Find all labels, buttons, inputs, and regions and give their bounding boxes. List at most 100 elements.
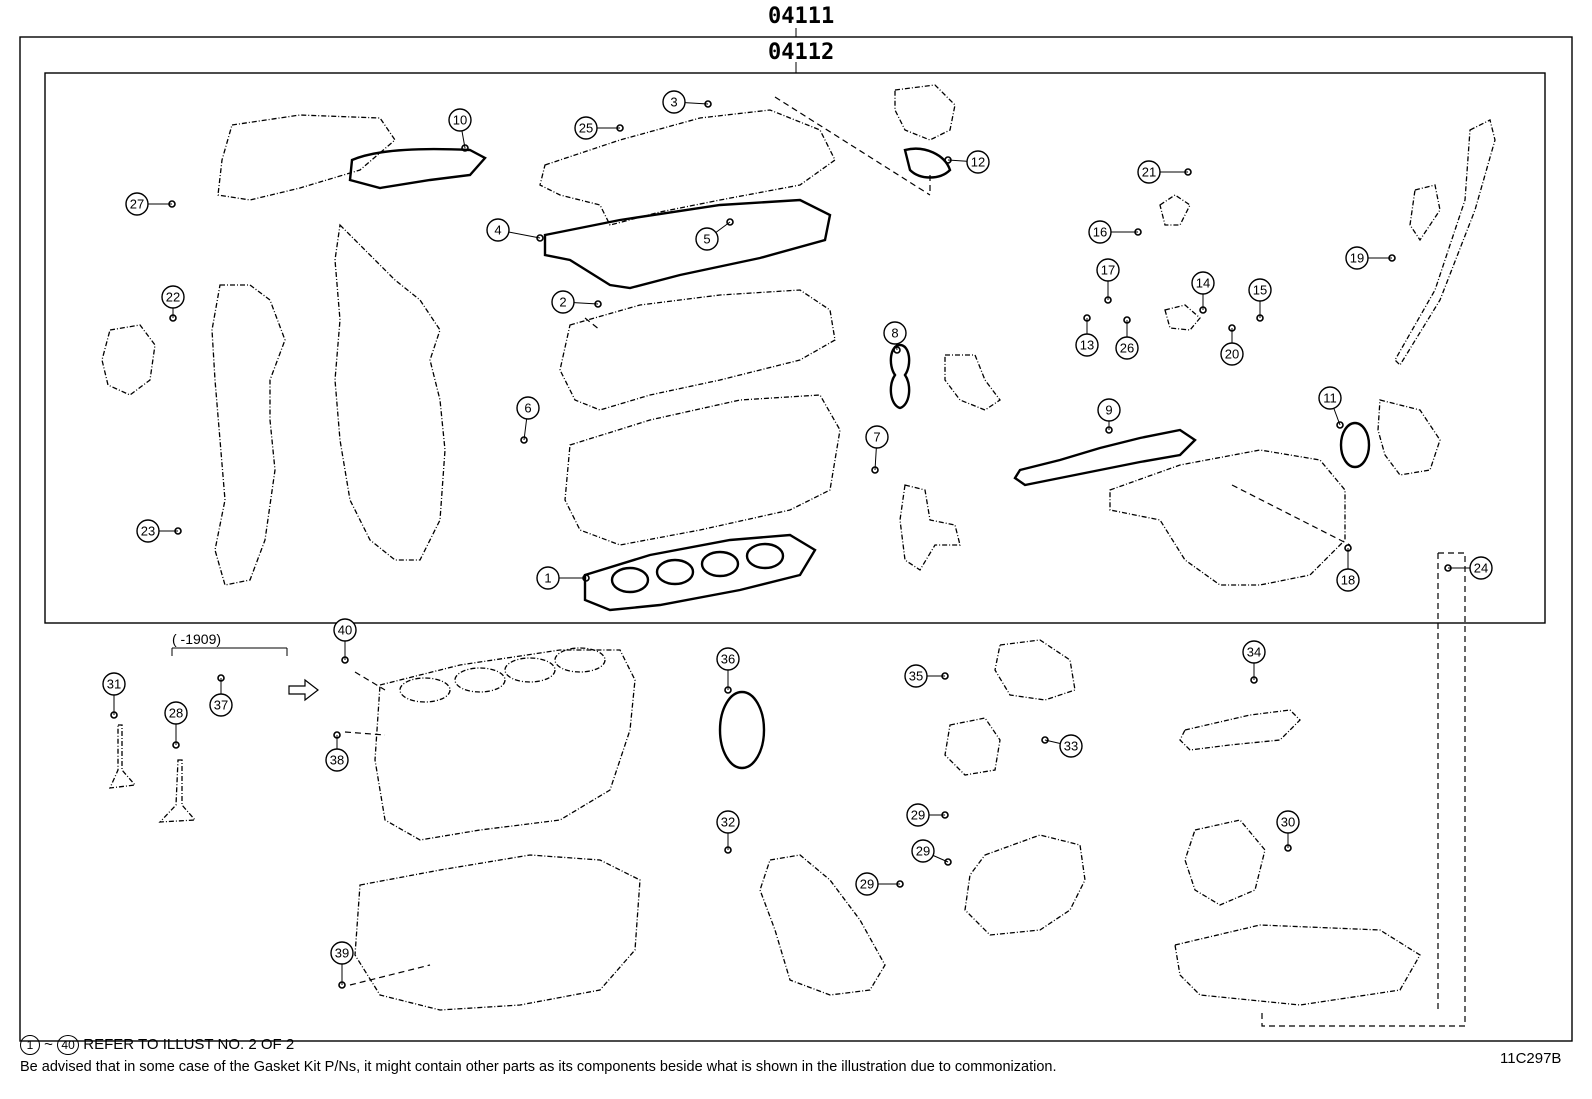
part-marker [704,100,712,108]
callout-circle [164,701,188,725]
callout-20: 20 [1220,324,1244,366]
callout-number: 38 [330,753,344,768]
callout-2: 2 [551,290,602,314]
callout-number: 32 [721,815,735,830]
part-marker [520,436,528,444]
callout-23: 23 [136,519,182,543]
range-end-circle: 40 [57,1035,80,1055]
callout-17: 17 [1096,258,1120,304]
callout-36: 36 [716,647,740,694]
callout-number: 17 [1101,263,1115,278]
part-marker [941,672,949,680]
reference-lines [344,96,1466,1027]
callout-circle [330,941,354,965]
callout-34: 34 [1242,640,1266,684]
callout-circle [209,693,233,717]
part-marker [582,574,590,582]
footer-refer-line: 1 ~ 40 REFER TO ILLUST NO. 2 OF 2 [20,1035,294,1055]
callout-circle [551,290,575,314]
callout-7: 7 [865,425,889,474]
callout-number: 9 [1105,403,1112,418]
part-marker [168,200,176,208]
part-marker [1105,426,1113,434]
callout-number: 27 [130,197,144,212]
callout-29: 29 [855,872,904,896]
callout-number: 8 [891,326,898,341]
kit-code-04111: 04111 [768,4,835,29]
callout-32: 32 [716,810,740,854]
part-marker [1104,296,1112,304]
callout-number: 36 [721,652,735,667]
callout-circle [1191,271,1215,295]
callout-number: 16 [1093,225,1107,240]
callout-number: 35 [909,669,923,684]
callout-circle [536,566,560,590]
callout-circle [716,647,740,671]
callout-circle [662,90,686,114]
callout-25: 25 [574,116,624,140]
callout-number: 12 [971,155,985,170]
part-marker [944,858,952,866]
part-marker [1083,314,1091,322]
callout-26: 26 [1115,316,1139,360]
callout-number: 40 [338,623,352,638]
callout-number: 22 [166,290,180,305]
callout-40: 40 [333,618,357,664]
callout-number: 30 [1281,815,1295,830]
part-marker [1256,314,1264,322]
part-marker [1388,254,1396,262]
callout-number: 2 [559,295,566,310]
callout-circle [1248,278,1272,302]
callout-circle [865,425,889,449]
callout-circle [574,116,598,140]
callout-circle [448,108,472,132]
range-bracket [171,647,288,656]
part-marker [1344,544,1352,552]
callout-14: 14 [1191,271,1215,314]
part-marker [726,218,734,226]
part-marker [944,156,952,164]
part-marker [461,144,469,152]
callout-number: 28 [169,706,183,721]
callout-circle [1097,398,1121,422]
part-marker [616,124,624,132]
part-marker [1123,316,1131,324]
callout-circle [716,810,740,834]
callout-number: 39 [335,946,349,961]
callout-38: 38 [325,731,349,772]
callout-5: 5 [695,218,734,251]
part-marker [1184,168,1192,176]
callout-number: 1 [544,571,551,586]
part-marker [172,741,180,749]
part-marker [1284,844,1292,852]
callout-10: 10 [448,108,472,152]
callout-number: 29 [911,808,925,823]
callout-37: 37 [209,674,233,717]
callout-3: 3 [662,90,712,114]
callout-number: 24 [1474,561,1488,576]
callout-number: 23 [141,524,155,539]
callout-number: 18 [1341,573,1355,588]
callout-number: 21 [1142,165,1156,180]
callout-16: 16 [1088,220,1142,244]
callout-circle [1115,336,1139,360]
callout-circle [333,618,357,642]
callout-18: 18 [1336,544,1360,592]
part-marker [1444,564,1452,572]
callout-24: 24 [1444,556,1493,580]
callout-circle [1059,734,1083,758]
callout-circle [1096,258,1120,282]
part-marker [174,527,182,535]
callout-circle [1088,220,1112,244]
callout-number: 29 [916,844,930,859]
part-marker [893,346,901,354]
callout-circle [966,150,990,174]
callout-number: 29 [860,877,874,892]
callout-circle [904,664,928,688]
part-marker [1250,676,1258,684]
part-marker [333,731,341,739]
illustration-id: 11C297B [1500,1050,1562,1067]
callout-31: 31 [102,672,126,719]
